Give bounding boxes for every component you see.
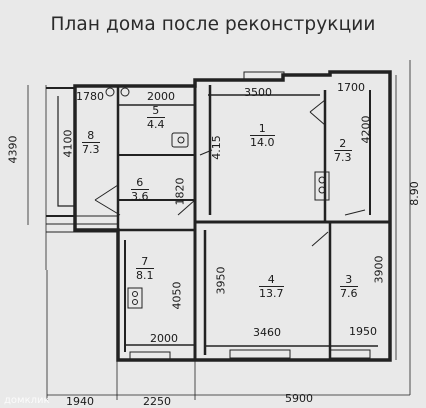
dim-2250: 2250	[143, 395, 171, 408]
dim-3950: 3950	[214, 266, 228, 295]
dim-1940: 1940	[66, 395, 94, 408]
dim-415: 4.15	[209, 135, 223, 160]
outer-wall	[73, 70, 392, 362]
dim-4200: 4200	[359, 115, 373, 144]
dim-890: 8.90	[407, 181, 421, 206]
dim-3900: 3900	[372, 255, 386, 284]
watermark-text: домклик	[4, 395, 50, 406]
dim-4390: 4390	[6, 135, 20, 164]
dim-1780: 1780	[76, 90, 104, 103]
dim-1950: 1950	[349, 325, 377, 338]
dim-2000-top: 2000	[147, 90, 175, 103]
dim-3460: 3460	[253, 326, 281, 339]
dim-2000-bottom: 2000	[150, 332, 178, 345]
dim-3500: 3500	[244, 86, 272, 99]
dim-4050: 4050	[170, 281, 184, 310]
page-title: План дома после реконструкции	[50, 14, 376, 35]
dim-4100: 4100	[61, 129, 75, 158]
dim-5900: 5900	[285, 392, 313, 405]
dim-1700: 1700	[337, 81, 365, 94]
dim-1820: 1820	[173, 177, 187, 206]
